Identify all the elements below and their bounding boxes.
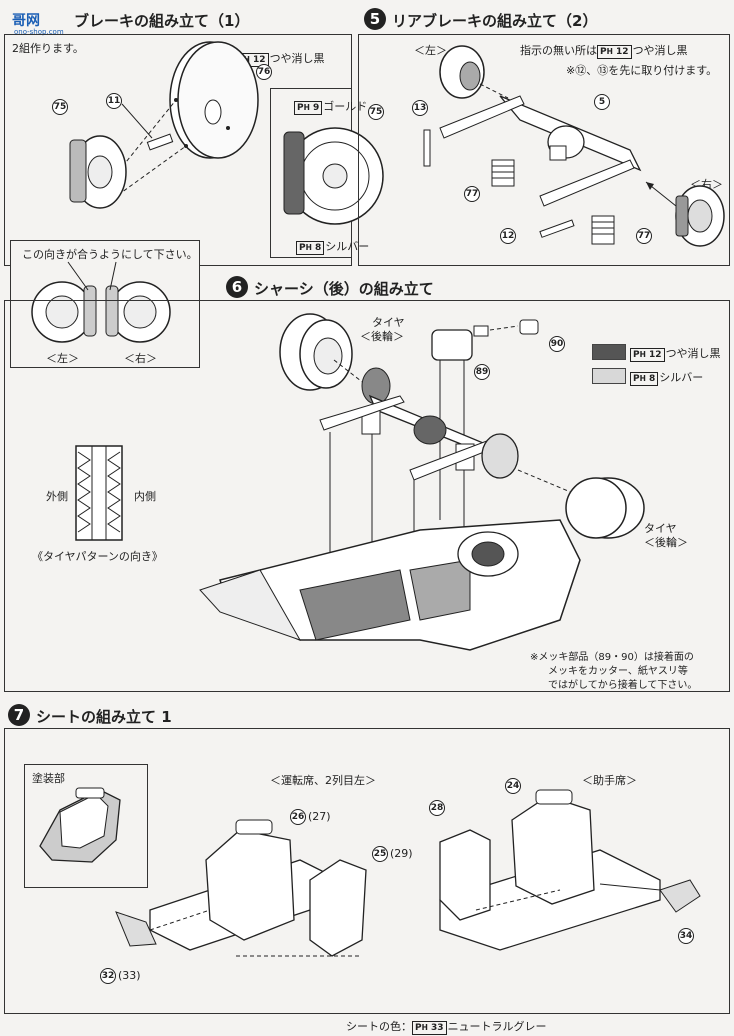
callout-24: 24 [505, 778, 521, 794]
tire-top-sub: ＜後輪＞ [360, 330, 404, 343]
callout-25: 25 [372, 846, 388, 862]
step4-note: 2組作ります。 [12, 42, 84, 55]
watermark-text: 哥网 [12, 13, 40, 29]
chrome-note-3: ではがしてから接着して下さい。 [548, 680, 698, 691]
callout-29: (29) [390, 847, 413, 860]
orientation-left: ＜左＞ [46, 352, 79, 365]
step7-frame [4, 728, 730, 1014]
callout-76: 76 [256, 64, 272, 80]
callout-34: 34 [678, 928, 694, 944]
paint-area-label: 塗装部 [32, 772, 65, 785]
paint-area-inset [24, 764, 148, 888]
tread-outer: 外側 [46, 490, 68, 503]
step5-frame [358, 34, 730, 266]
step6-number: 6 [226, 276, 248, 298]
step4-title: ブレーキの組み立て（1） [74, 12, 250, 30]
callout-12: 12 [500, 228, 516, 244]
callout-90: 90 [549, 336, 565, 352]
legend-silver-swatch [592, 368, 626, 384]
callout-5: 5 [594, 94, 610, 110]
callout-77-right: 77 [636, 228, 652, 244]
callout-33: (33) [118, 969, 141, 982]
step7-title: シートの組み立て 1 [36, 708, 172, 726]
step5-number: 5 [364, 8, 386, 30]
callout-75-detail: 75 [368, 104, 384, 120]
step7-number: 7 [8, 704, 30, 726]
callout-27: (27) [308, 810, 331, 823]
step5-note2: ※⑫、⑬を先に取り付けます。 [566, 64, 718, 77]
tire-top-label: タイヤ [372, 316, 405, 329]
legend-black-swatch [592, 344, 626, 360]
orientation-right: ＜右＞ [124, 352, 157, 365]
tire-bottom-sub: ＜後輪＞ [644, 536, 688, 549]
callout-32: 32 [100, 968, 116, 984]
watermark-url: ono-shop.com [14, 28, 64, 36]
callout-89: 89 [474, 364, 490, 380]
callout-75: 75 [52, 99, 68, 115]
orientation-note: この向きが合うようにして下さい。 [22, 248, 198, 261]
chrome-note-1: ※メッキ部品（89・90）は接着面の [530, 652, 694, 663]
tread-pattern-caption: 《タイヤパターンの向き》 [32, 550, 163, 563]
callout-13: 13 [412, 100, 428, 116]
step5-left: ＜左＞ [414, 44, 447, 57]
step6-title: シャーシ（後）の組み立て [254, 280, 434, 298]
driver-seat-label: ＜運転席、2列目左＞ [270, 774, 376, 787]
callout-77: 77 [464, 186, 480, 202]
tire-bottom-label: タイヤ [644, 522, 677, 535]
step5-title: リアブレーキの組み立て（2） [392, 12, 598, 30]
watermark-logo: 哥网 ono-shop.com [4, 4, 74, 38]
callout-11: 11 [106, 93, 122, 109]
tread-inner: 内側 [134, 490, 156, 503]
callout-28: 28 [429, 800, 445, 816]
passenger-seat-label: ＜助手席＞ [582, 774, 637, 787]
callout-26: 26 [290, 809, 306, 825]
step6-frame [4, 300, 730, 692]
chrome-note-2: メッキをカッター、紙ヤスリ等 [548, 666, 688, 677]
